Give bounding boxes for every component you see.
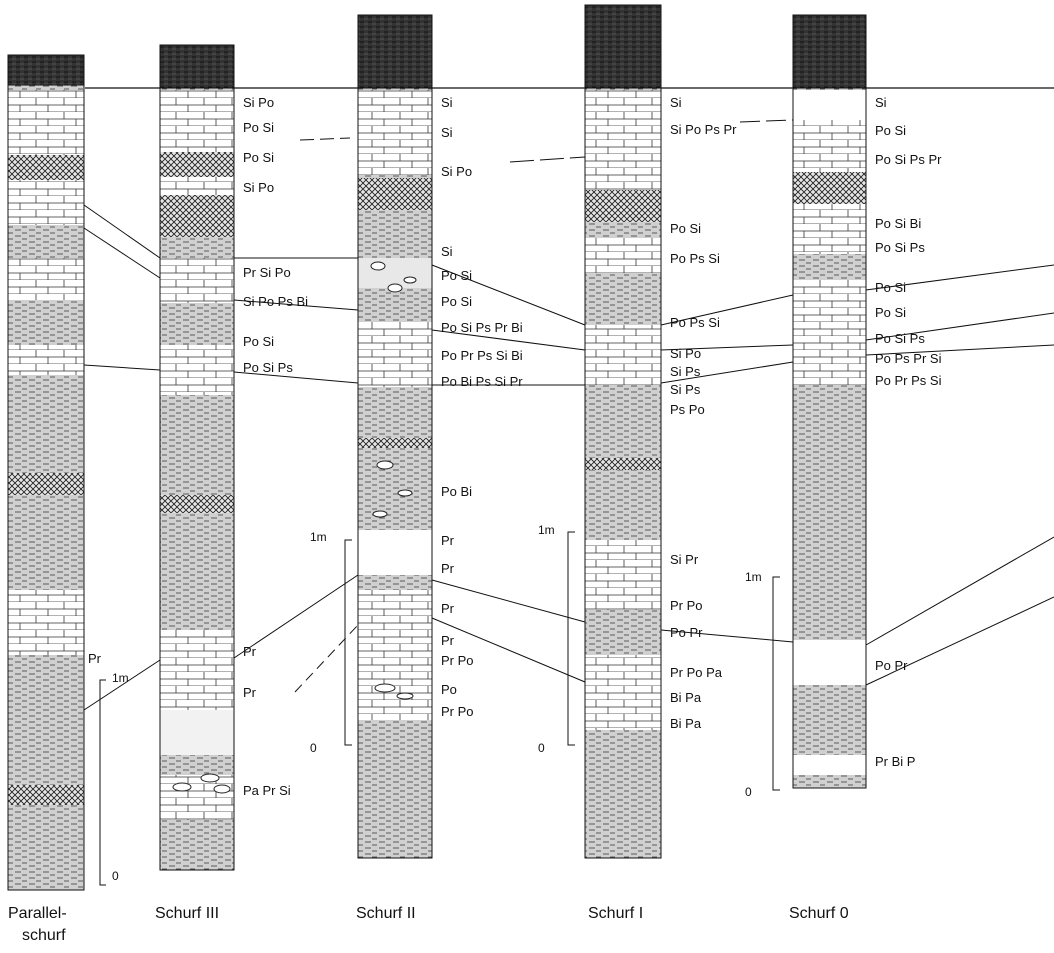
column-schurf-ii xyxy=(358,15,432,858)
stratum-label: Po Si Ps xyxy=(243,360,293,375)
stratum-label: Po Si xyxy=(243,120,274,135)
stratum-label: Po Pr xyxy=(670,625,703,640)
stratum-label: Si xyxy=(441,244,453,259)
column-schurf-iii xyxy=(160,45,234,870)
stratum-label: Si Po Ps Bi xyxy=(243,294,308,309)
scale-label-top: 1m xyxy=(745,570,762,584)
scale-label-top: 1m xyxy=(310,530,327,544)
profile-name: schurf xyxy=(22,927,66,944)
column-parallelschurf xyxy=(8,55,84,890)
stratum-label: Bi Pa xyxy=(670,690,702,705)
stratum-label: Si Po xyxy=(441,164,472,179)
stratum-label: Si Po xyxy=(243,180,274,195)
stratum-label: Si Po xyxy=(243,95,274,110)
scale-label-top: 1m xyxy=(538,523,555,537)
stratum-label: Si Po Ps Pr xyxy=(670,122,737,137)
scale-label-top: 1m xyxy=(112,671,129,685)
profile-name: Schurf II xyxy=(356,905,416,922)
stratum-label: Po Pr xyxy=(875,658,908,673)
stratum-label: Si Po xyxy=(670,346,701,361)
stratum-label: Po Si xyxy=(875,305,906,320)
stratum-label: Po Si xyxy=(441,294,472,309)
profile-names: Parallel-schurf Schurf III Schurf II Schurf… xyxy=(8,905,849,944)
stratum-label: Si xyxy=(441,95,453,110)
profile-name: Schurf 0 xyxy=(789,905,849,922)
stratum-label: Pr Bi P xyxy=(875,754,915,769)
stratum-label: Po Si xyxy=(243,334,274,349)
stratum-label: Pr xyxy=(441,561,455,576)
stratum-label: Pr xyxy=(243,685,257,700)
stratum-label: Po Si Ps xyxy=(875,331,925,346)
stratum-label: Pa Pr Si xyxy=(243,783,291,798)
stratum-label: Po Si Bi xyxy=(875,216,921,231)
stratum-label: Po Bi xyxy=(441,484,472,499)
stratum-label: Si Pr xyxy=(670,552,699,567)
stratum-label: Pr Po Pa xyxy=(670,665,723,680)
stratum-label: Si Ps xyxy=(670,382,701,397)
stratum-label: Po Si xyxy=(875,280,906,295)
stratum-label: Pr xyxy=(88,651,102,666)
stratum-label: Si xyxy=(875,95,887,110)
scale-label-bottom: 0 xyxy=(112,869,119,883)
stratum-label: Pr Po xyxy=(670,598,703,613)
stratum-label: Po Ps Si xyxy=(670,315,720,330)
stratum-label: Po Si xyxy=(875,123,906,138)
stratum-label: Si Ps xyxy=(670,364,701,379)
stratum-label: Po Si Ps Pr Bi xyxy=(441,320,523,335)
stratum-label: Pr Po xyxy=(441,653,474,668)
scale-label-bottom: 0 xyxy=(745,785,752,799)
stratum-label: Pr Si Po xyxy=(243,265,291,280)
stratum-label: Po xyxy=(441,682,457,697)
stratum-label: Pr Po xyxy=(441,704,474,719)
stratum-label: Po Ps Pr Si xyxy=(875,351,942,366)
column-schurf-0 xyxy=(793,15,866,788)
stratum-label: Po Bi Ps Si Pr xyxy=(441,374,523,389)
stratum-label: Si xyxy=(670,95,682,110)
stratum-label: Pr xyxy=(243,644,257,659)
stratum-label: Po Si Ps Pr xyxy=(875,152,942,167)
column-schurf-i xyxy=(585,5,661,858)
scale-label-bottom: 0 xyxy=(310,741,317,755)
stratum-label: Po Si xyxy=(243,150,274,165)
scale-label-bottom: 0 xyxy=(538,741,545,755)
stratum-label: Ps Po xyxy=(670,402,705,417)
stratum-label: Si xyxy=(441,125,453,140)
stratum-label: Po Pr Ps Si xyxy=(875,373,942,388)
stratum-label: Po Pr Ps Si Bi xyxy=(441,348,523,363)
profile-name: Schurf III xyxy=(155,905,219,922)
stratum-label: Pr xyxy=(441,601,455,616)
profile-name: Parallel- xyxy=(8,905,67,922)
stratum-label: Pr xyxy=(441,633,455,648)
stratum-label: Po Ps Si xyxy=(670,251,720,266)
stratum-label: Bi Pa xyxy=(670,716,702,731)
stratum-label: Po Si xyxy=(441,268,472,283)
stratum-label: Po Si Ps xyxy=(875,240,925,255)
profile-name: Schurf I xyxy=(588,905,643,922)
stratum-label: Po Si xyxy=(670,221,701,236)
stratum-label: Pr xyxy=(441,533,455,548)
